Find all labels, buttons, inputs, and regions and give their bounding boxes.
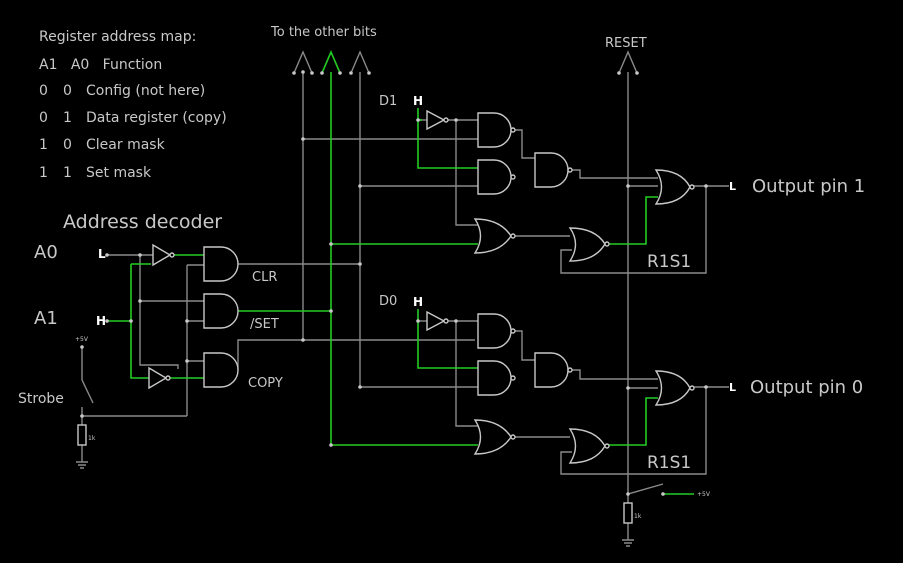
d1-state: H	[413, 94, 423, 108]
junction-dots	[80, 70, 708, 496]
nand-gate-bit0-c	[534, 352, 573, 388]
not-gate-d0	[426, 310, 449, 332]
strobe-label: Strobe	[18, 391, 64, 407]
output-pin-1-label: Output pin 1	[752, 176, 865, 197]
decoder-title: Address decoder	[63, 211, 222, 233]
reset-resistor-label: 1k	[634, 513, 642, 520]
reset-label: RESET	[605, 36, 647, 51]
latch-0-label: R1S1	[647, 453, 691, 473]
svg-text:1: 1	[39, 137, 48, 153]
nor-gate-bit0-a	[473, 419, 516, 455]
a1-label: A1	[34, 308, 58, 329]
svg-text:Config (not here): Config (not here)	[86, 83, 205, 99]
address-map-row: 0 0 Config (not here)	[39, 83, 205, 99]
strobe-resistor-label: 1k	[88, 435, 96, 442]
reset-resistor	[623, 502, 633, 524]
address-map-header: A1 A0 Function	[39, 57, 162, 73]
output-pin-0-label: Output pin 0	[750, 377, 863, 398]
d1-label: D1	[379, 94, 397, 109]
a1-state: H	[96, 314, 106, 328]
svg-text:0: 0	[39, 110, 48, 126]
a0-state: L	[98, 247, 106, 261]
out0-state: L	[729, 381, 736, 394]
svg-text:1: 1	[39, 165, 48, 181]
nor-gate-bit0-b	[568, 428, 610, 464]
svg-text:Data register (copy): Data register (copy)	[86, 110, 227, 126]
wires-high	[107, 49, 694, 495]
not-gate-d1	[426, 109, 449, 131]
reset-supply-label: +5V	[697, 491, 711, 498]
nand-gate-bit1-c	[534, 152, 573, 188]
not-gate-a1	[148, 366, 171, 390]
clr-label: CLR	[252, 270, 277, 285]
gates	[148, 109, 695, 464]
svg-text:Clear mask: Clear mask	[86, 137, 166, 153]
other-bits-label: To the other bits	[270, 25, 377, 40]
nand-gate-bit1-b	[477, 159, 516, 195]
and-gate-set	[203, 293, 239, 329]
not-gate-a0	[152, 243, 175, 267]
address-map-row: 1 1 Set mask	[39, 165, 152, 181]
svg-text:0: 0	[63, 137, 72, 153]
nand-gate-bit1-a	[477, 112, 516, 148]
nor-gate-bit1-out	[654, 169, 695, 205]
wires-low	[76, 50, 729, 547]
svg-text:1: 1	[63, 110, 72, 126]
out1-state: L	[729, 180, 736, 193]
address-map-row: 1 0 Clear mask	[39, 137, 166, 153]
and-gate-copy	[203, 352, 239, 388]
svg-text:0: 0	[39, 83, 48, 99]
nor-gate-bit0-out	[654, 370, 695, 406]
svg-text:1: 1	[63, 165, 72, 181]
svg-text:Set mask: Set mask	[86, 165, 152, 181]
latch-1-label: R1S1	[647, 252, 691, 272]
nand-gate-bit0-a	[477, 313, 516, 349]
d0-label: D0	[379, 294, 397, 309]
address-map-title: Register address map:	[39, 29, 196, 45]
svg-text:0: 0	[63, 83, 72, 99]
d0-state: H	[413, 295, 423, 309]
nor-gate-bit1-a	[473, 218, 516, 254]
and-gate-clr	[203, 246, 239, 282]
address-map: Register address map: A1 A0 Function 0 0…	[39, 29, 227, 181]
copy-label: COPY	[248, 376, 283, 391]
nand-gate-bit0-b	[477, 360, 516, 396]
strobe-supply-label: +5V	[75, 336, 89, 343]
nor-gate-bit1-b	[568, 227, 610, 262]
a0-label: A0	[34, 242, 58, 263]
strobe-resistor	[77, 424, 87, 446]
set-label: /SET	[250, 317, 279, 332]
address-map-row: 0 1 Data register (copy)	[39, 110, 227, 126]
